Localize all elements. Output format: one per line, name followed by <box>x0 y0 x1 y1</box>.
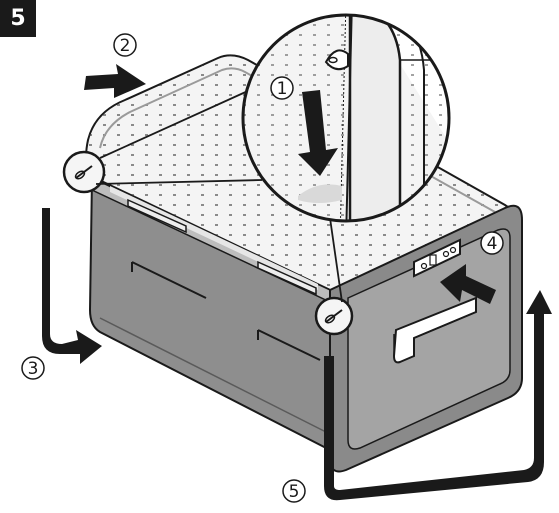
end-handle <box>392 296 477 364</box>
callout-5-label: 5 <box>289 482 300 502</box>
callout-4-label: 4 <box>487 234 498 254</box>
arrow-down-icon <box>298 90 338 176</box>
callout-5: 5 <box>282 479 306 503</box>
cooler-front-side <box>88 176 331 452</box>
callout-3-label: 3 <box>28 359 39 379</box>
callout-2: 2 <box>113 33 137 57</box>
callout-1: 1 <box>270 76 294 100</box>
callout-1-label: 1 <box>277 79 288 99</box>
zip-pull-right <box>314 296 354 336</box>
control-panel <box>413 238 461 278</box>
zip-pull-left <box>62 150 106 194</box>
callout-2-label: 2 <box>120 36 131 56</box>
step-number-badge: 5 <box>0 0 36 37</box>
arrow-l-bend-icon <box>42 208 102 364</box>
arrow-left-icon <box>440 264 496 304</box>
arrow-u-bend-icon <box>324 290 552 501</box>
zoom-connector-lines <box>95 89 343 303</box>
arrow-right-icon <box>84 64 146 98</box>
callout-4: 4 <box>480 231 504 255</box>
callout-3: 3 <box>21 356 45 380</box>
zoom-detail <box>241 13 451 223</box>
